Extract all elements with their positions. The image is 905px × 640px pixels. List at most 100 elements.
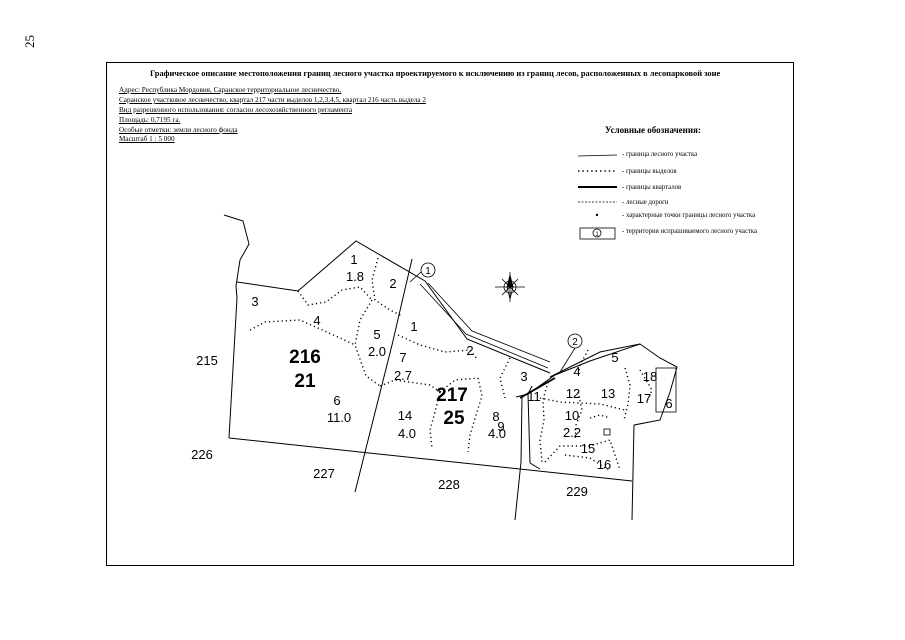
compartment-number: 1 — [410, 319, 417, 334]
square-marker — [603, 428, 611, 436]
compartment-number: 13 — [601, 386, 615, 401]
legend-title: Условные обозначения: — [605, 125, 701, 135]
info-usage: Вид разрешенного использования: согласно… — [119, 106, 353, 114]
dotted-11-10 — [539, 381, 549, 463]
compartment-area: 4.0 — [398, 426, 416, 441]
compartment-number: 17 — [637, 391, 651, 406]
quarter-boundary-upper — [549, 343, 641, 378]
compartment-number: 14 — [398, 408, 412, 423]
compartment-area: 2.7 — [394, 368, 412, 383]
quarter-216-label: 216 — [289, 347, 321, 368]
plot-boundary-north — [419, 283, 549, 369]
quarter-228-label: 228 — [438, 477, 460, 492]
dotted-1-2 — [371, 257, 403, 317]
compass-rose-icon — [495, 272, 525, 302]
dotted-3-4 — [249, 319, 356, 346]
compartment-number: 4 — [573, 364, 580, 379]
legend-symbol-dot — [595, 213, 599, 217]
compartment-number: 3 — [251, 294, 258, 309]
compartment-number: 12 — [566, 386, 580, 401]
compartment-number: 11 — [527, 389, 541, 404]
quarter-labels: 216 21 217 25 215 226 227 228 229 — [191, 347, 588, 499]
info-area: Площадь: 0,7195 га. — [119, 116, 181, 124]
document-title: Графическое описание местоположения гран… — [150, 69, 721, 78]
legend-label-boundary-points: - характерные точки границы лесного учас… — [622, 212, 756, 219]
plot-boundary-east — [519, 377, 556, 399]
info-forestry: Саранское участковое лесничество, кварта… — [119, 96, 427, 104]
quarter-216-area: 21 — [294, 371, 316, 392]
plot-point-1: 1 — [409, 262, 436, 283]
legend-label-plot-boundary: - граница лесного участка — [622, 151, 698, 158]
dotted-13-17 — [623, 367, 631, 421]
compartment-number: 18 — [643, 369, 657, 384]
legend-label-compartment-boundary: - границы выделов — [622, 168, 677, 175]
info-address: Адрес: Республика Мордовия, Саранское те… — [119, 86, 342, 94]
quarter-boundary-road — [527, 393, 531, 464]
compartment-area: 2.2 — [563, 425, 581, 440]
compartment-number: 6 — [665, 396, 672, 411]
dotted-12-10 — [574, 391, 583, 441]
compartment-number: 9 — [497, 419, 504, 434]
compartment-area: 2.0 — [368, 344, 386, 359]
quarter-217-label: 217 — [436, 385, 468, 406]
quarter-boundary-215-216 — [236, 281, 299, 292]
quarter-boundary-229 — [515, 343, 678, 521]
dotted-217-a — [439, 377, 479, 393]
quarter-boundary-217-east — [514, 396, 523, 521]
legend-symbol-circle — [592, 228, 602, 238]
compartment-number: 1 — [350, 252, 357, 267]
dotted-14-west — [429, 391, 441, 449]
info-scale: Масштаб 1 : 5 000 — [119, 135, 175, 143]
compartment-boundaries — [249, 257, 653, 471]
quarter-226-label: 226 — [191, 447, 213, 462]
compartment-number: 6 — [333, 393, 340, 408]
compartment-number: 2 — [466, 343, 473, 358]
quarter-boundaries — [223, 214, 678, 521]
compartment-number: 5 — [611, 350, 618, 365]
compartment-number: 8 — [492, 409, 499, 424]
compartment-number: 5 — [373, 327, 380, 342]
compartment-number: 2 — [389, 276, 396, 291]
compartment-area: 4.0 — [488, 426, 506, 441]
quarter-215-label: 215 — [196, 353, 218, 368]
plot-point-2-label: 2 — [572, 337, 578, 348]
legend-symbol-plot-boundary — [577, 154, 618, 157]
plot-point-1-label: 1 — [425, 266, 431, 277]
dotted-18 — [639, 369, 653, 401]
legend-box-number: 1 — [595, 232, 599, 238]
plot-point-2: 2 — [559, 333, 583, 373]
dotted-14-8 — [467, 377, 483, 453]
legend-label-quarter-boundary: - границы кварталов — [622, 184, 682, 191]
compartment-number: 10 — [565, 408, 579, 423]
quarter-boundary-west — [223, 214, 250, 439]
quarter-227-label: 227 — [313, 466, 335, 481]
info-notes: Особые отметки: земли лесного фонда — [119, 126, 238, 134]
small-building — [655, 367, 677, 413]
plot-point-1-circle — [420, 262, 436, 278]
dotted-4-north — [297, 286, 373, 306]
map-frame — [106, 62, 794, 566]
dotted-7-14 — [379, 379, 441, 393]
legend-label-requested-territory: - территория испрашиваемого лесного учас… — [622, 228, 758, 235]
compartment-number: 15 — [581, 441, 595, 456]
compartment-area: 1.8 — [346, 269, 364, 284]
compartment-number: 7 — [399, 350, 406, 365]
compartment-labels: 1 1.8 2 3 4 5 2.0 6 11.0 7 2.7 1 2 3 14 … — [251, 252, 672, 472]
quarter-boundary-216-217 — [354, 258, 413, 493]
compartment-area: 11.0 — [327, 410, 351, 425]
compartment-number: 3 — [520, 369, 527, 384]
legend-symbol-box — [579, 227, 616, 240]
quarter-boundary-south — [228, 437, 633, 482]
forest-road-north — [427, 282, 551, 363]
dotted-10-mid — [589, 414, 611, 419]
legend-symbols: 1 — [577, 154, 618, 240]
compartment-number: 16 — [597, 457, 611, 472]
quarter-229-label: 229 — [566, 484, 588, 499]
dotted-4-5-east — [577, 349, 589, 376]
dotted-4-5 — [354, 299, 381, 387]
quarter-boundary-north — [297, 240, 551, 374]
dotted-3-8 — [499, 357, 511, 399]
quarter-boundary-join — [529, 462, 541, 470]
legend-label-forest-roads: - лесные дороги — [622, 199, 669, 206]
